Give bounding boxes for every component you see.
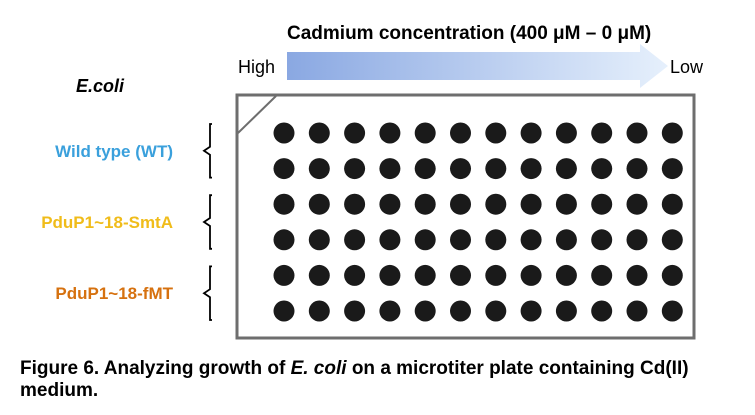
well (555, 158, 577, 180)
organism-label: E.coli (76, 76, 125, 96)
well (626, 122, 648, 144)
well (273, 300, 295, 322)
well (450, 264, 471, 286)
well (485, 122, 507, 144)
well (273, 122, 295, 144)
well (661, 122, 683, 144)
well (344, 193, 366, 215)
well (450, 229, 471, 251)
well (520, 229, 542, 251)
concentration-arrow (287, 44, 668, 88)
group-bracket (202, 194, 212, 250)
well (626, 158, 648, 180)
strain-label: PduP1~18-fMT (55, 284, 173, 303)
well (626, 300, 648, 322)
well (485, 229, 507, 251)
well (591, 158, 613, 180)
concentration-title: Cadmium concentration (400 μM – 0 μM) (287, 23, 651, 44)
well (591, 264, 613, 286)
strain-groups: Wild type (WT) PduP1~18-SmtA PduP1~18-fMT (41, 123, 212, 321)
well (379, 229, 401, 251)
well (308, 300, 330, 322)
well (450, 300, 471, 322)
well (555, 193, 577, 215)
well (626, 264, 648, 286)
wells-grid (273, 122, 683, 322)
plate-corner-notch (237, 95, 277, 134)
well (273, 193, 295, 215)
well (308, 193, 330, 215)
well (485, 193, 507, 215)
strain-label: Wild type (WT) (55, 142, 173, 161)
well (308, 122, 330, 144)
well (308, 264, 330, 286)
well (450, 122, 471, 144)
well (308, 229, 330, 251)
well (555, 229, 577, 251)
well (591, 229, 613, 251)
well (273, 264, 295, 286)
well (591, 122, 613, 144)
group-bracket (202, 265, 212, 321)
well (661, 300, 683, 322)
well (555, 300, 577, 322)
well (344, 264, 366, 286)
well (379, 122, 401, 144)
well (661, 264, 683, 286)
well (626, 229, 648, 251)
well (626, 193, 648, 215)
well (344, 229, 366, 251)
well (485, 264, 507, 286)
well (379, 300, 401, 322)
well (344, 158, 366, 180)
well (414, 229, 436, 251)
well (273, 158, 295, 180)
well (379, 193, 401, 215)
well (555, 264, 577, 286)
caption-prefix: Figure 6. Analyzing growth of (20, 358, 291, 379)
well (414, 264, 436, 286)
well (555, 122, 577, 144)
well (485, 300, 507, 322)
plate-diagram: Cadmium concentration (400 μM – 0 μM) Hi… (41, 23, 704, 340)
well (414, 300, 436, 322)
well (308, 158, 330, 180)
group-bracket (202, 123, 212, 179)
arrow-label-high: High (238, 57, 275, 77)
well (591, 300, 613, 322)
well (591, 193, 613, 215)
well (520, 158, 542, 180)
well (661, 193, 683, 215)
well (379, 158, 401, 180)
caption-italic: E. coli (290, 358, 347, 379)
well (520, 122, 542, 144)
well (661, 229, 683, 251)
well (414, 193, 436, 215)
arrow-label-low: Low (670, 57, 704, 77)
well (414, 158, 436, 180)
well (450, 158, 471, 180)
well (520, 300, 542, 322)
well (414, 122, 436, 144)
strain-label: PduP1~18-SmtA (41, 213, 173, 232)
well (273, 229, 295, 251)
well (520, 264, 542, 286)
well (379, 264, 401, 286)
figure-caption: Figure 6. Analyzing growth of E. coli on… (20, 358, 750, 402)
well (520, 193, 542, 215)
well (485, 158, 507, 180)
well (661, 158, 683, 180)
well (344, 122, 366, 144)
well (450, 193, 471, 215)
caption-suffix: on a microtiter plate containing Cd(II) … (20, 358, 689, 401)
well (344, 300, 366, 322)
